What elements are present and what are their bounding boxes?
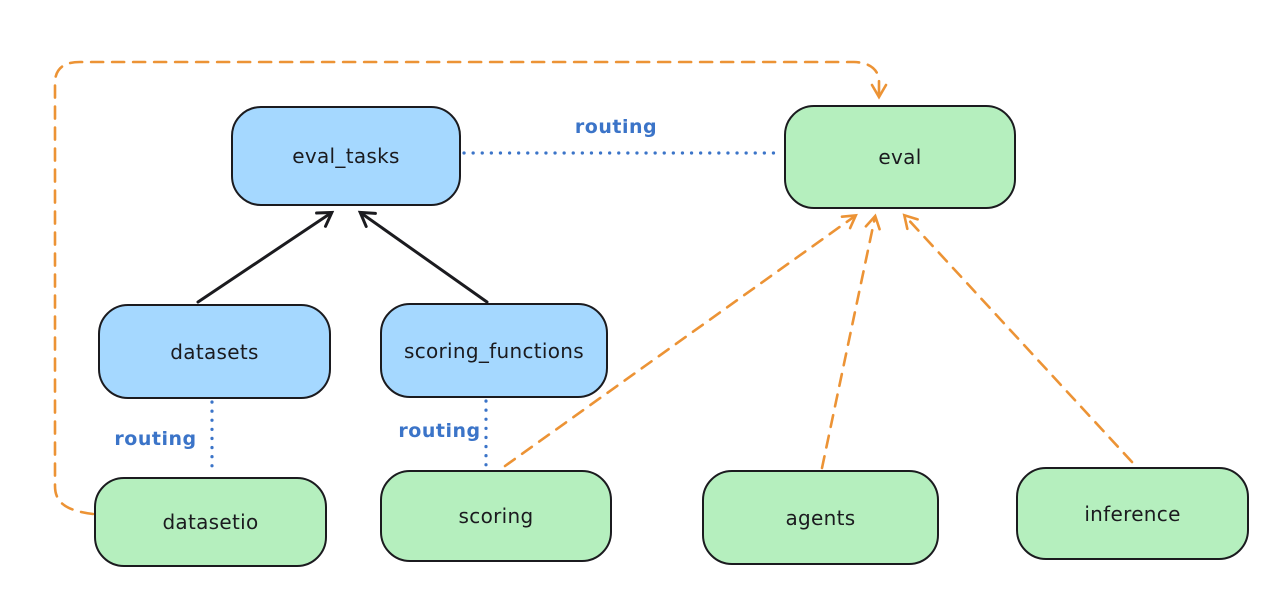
edge-label-routing-scoring-functions-scoring: routing: [398, 420, 481, 442]
node-datasetio: datasetio: [94, 477, 327, 567]
edge-label-routing-eval-tasks-eval: routing: [574, 116, 658, 138]
node-label: agents: [785, 505, 856, 530]
edge-scoring-functions-to-eval-tasks: [357, 210, 489, 304]
node-agents: agents: [702, 470, 939, 565]
node-datasets: datasets: [98, 304, 331, 399]
node-label: scoring_functions: [403, 338, 585, 363]
edge-label-routing-datasets-datasetio: routing: [114, 428, 197, 450]
node-label: datasets: [170, 339, 259, 364]
node-label: scoring: [458, 504, 534, 528]
node-label: inference: [1084, 501, 1181, 526]
node-inference: inference: [1016, 467, 1249, 560]
edge-agents-to-eval: [820, 213, 881, 470]
node-scoring: scoring: [380, 470, 612, 562]
node-eval: eval: [784, 105, 1016, 209]
node-scoring-functions: scoring_functions: [380, 303, 608, 398]
edge-scoring-to-eval: [503, 213, 858, 468]
node-label: eval: [878, 145, 922, 169]
edge-datasetio-to-eval-loop: [53, 60, 888, 516]
edge-datasets-to-eval-tasks: [196, 210, 335, 304]
node-label: datasetio: [162, 510, 259, 534]
node-label: eval_tasks: [292, 144, 400, 168]
edge-inference-to-eval: [902, 213, 1134, 464]
node-eval-tasks: eval_tasks: [231, 106, 461, 206]
